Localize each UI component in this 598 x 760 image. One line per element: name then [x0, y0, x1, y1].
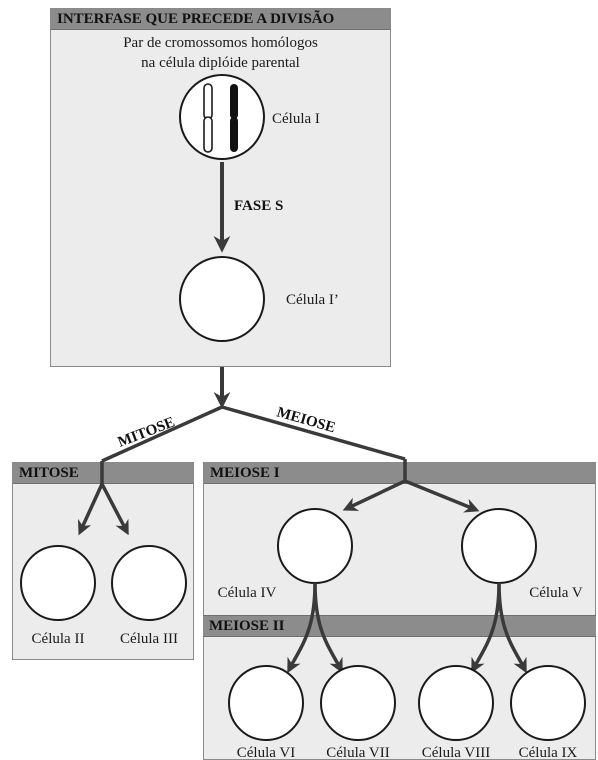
meiosis2-header: MEIOSE II	[203, 615, 596, 637]
cell-iii-circle	[111, 545, 187, 621]
cell-ix-label: Célula IX	[519, 745, 578, 760]
cell-iv-label: Célula IV	[218, 585, 277, 601]
arrow-to-cell-viii	[471, 582, 501, 674]
cell-ii-circle	[20, 545, 96, 621]
cell-vi-label: Célula VI	[237, 745, 295, 760]
arrow-to-cell-iv	[342, 479, 406, 511]
cell-i-prime-label: Célula I’	[286, 292, 339, 308]
cell-ix-circle	[510, 665, 586, 741]
interphase-subtitle-line2: na célula diplóide parental	[141, 55, 300, 71]
cell-vi-circle	[228, 665, 304, 741]
arrow-to-cell-v	[404, 479, 480, 513]
cell-viii-label: Célula VIII	[422, 745, 490, 760]
arrow-to-cell-ii	[77, 483, 104, 536]
s-phase-label: FASE S	[234, 198, 283, 214]
cell-v-circle	[461, 508, 537, 584]
mitosis-branch-label: MITOSE	[116, 414, 178, 450]
cell-iii-label: Célula III	[120, 631, 178, 647]
arrow-to-cell-vii	[313, 582, 343, 674]
interphase-subtitle-line1: Par de cromossomos homólogos	[123, 35, 318, 51]
cell-ii-label: Célula II	[32, 631, 85, 647]
cell-viii-circle	[418, 665, 494, 741]
arrow-to-cell-ix	[497, 582, 527, 674]
mitosis-branch-line	[101, 405, 223, 463]
cell-v-label: Célula V	[529, 585, 583, 601]
cell-i-label: Célula I	[272, 111, 320, 127]
arrow-to-cell-vi	[287, 582, 317, 674]
arrow-to-cell-iii	[100, 483, 129, 536]
cell-iv-circle	[277, 508, 353, 584]
cell-i-prime-circle	[179, 256, 265, 342]
chromosome-white	[203, 83, 213, 153]
meiosis-branch-line	[221, 405, 406, 461]
chromosome-black	[230, 84, 238, 152]
cell-vii-circle	[320, 665, 396, 741]
cell-i-circle	[179, 74, 265, 160]
cell-vii-label: Célula VII	[326, 745, 389, 760]
interphase-header: INTERFASE QUE PRECEDE A DIVISÃO	[51, 9, 390, 30]
